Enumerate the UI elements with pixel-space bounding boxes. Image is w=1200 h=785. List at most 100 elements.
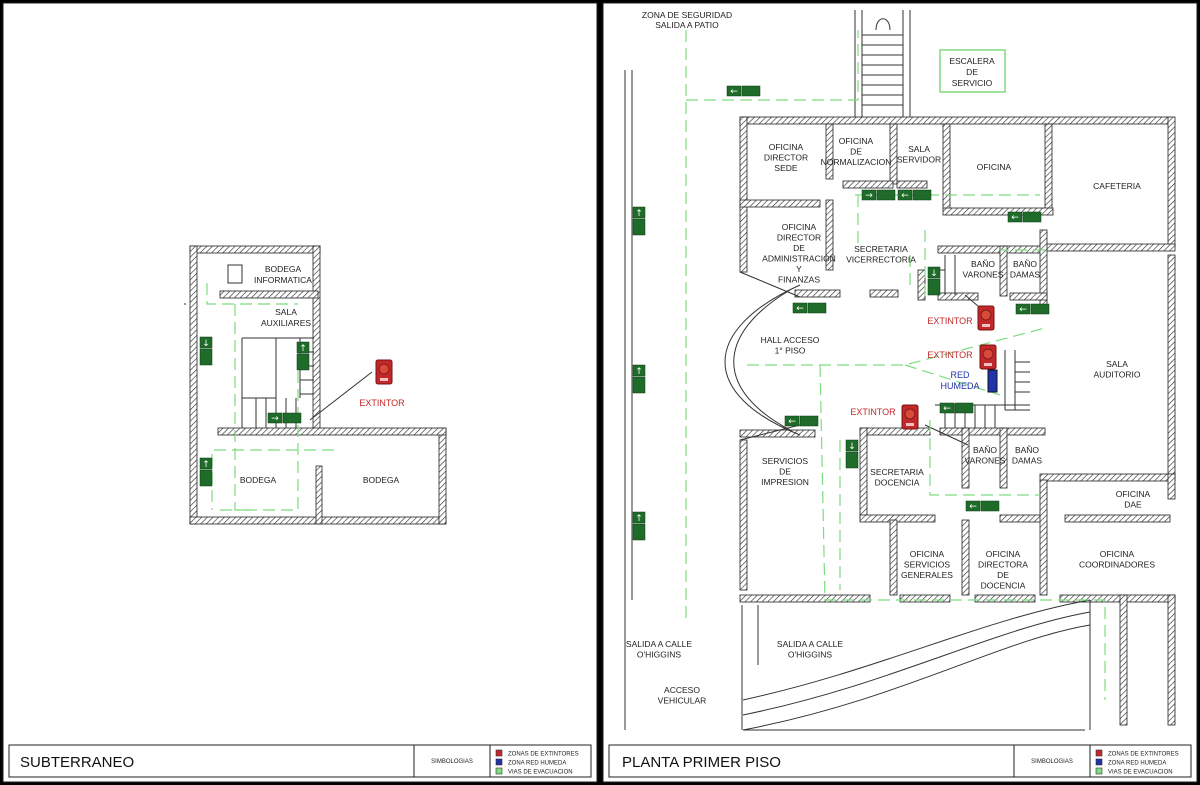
exit-sign: ↑	[632, 511, 646, 541]
red-humeda-marker	[987, 369, 998, 393]
wall	[1039, 473, 1176, 482]
wall	[1119, 594, 1128, 726]
arrow-icon: ←	[901, 191, 909, 201]
wall	[1044, 123, 1053, 210]
arrow-icon: ←	[1011, 213, 1019, 223]
room-label: VEHICULAR	[658, 696, 707, 706]
service-stair-label-box	[939, 49, 1006, 93]
exit-sign: ←	[784, 415, 819, 427]
legend-swatch	[495, 767, 503, 775]
extintor-label: EXTINTOR	[927, 350, 973, 360]
basement-labels: BODEGA INFORMATICA SALA AUXILIARES BODEG…	[240, 264, 405, 485]
legend-swatch	[495, 758, 503, 766]
red-humeda-label: RED	[950, 370, 970, 380]
room-label: BAÑO	[1015, 445, 1039, 455]
plan-line	[227, 264, 243, 284]
room-label: HALL ACCESO	[761, 335, 820, 345]
wall	[899, 594, 951, 603]
legend-label: VIAS DE EVACUACION	[1108, 770, 1173, 776]
arrow-icon: →	[865, 191, 873, 201]
exit-sign: ↑	[199, 457, 213, 487]
room-label: SECRETARIA	[870, 467, 924, 477]
exit-sign: ←	[792, 302, 827, 314]
evacuation-route	[819, 364, 1106, 700]
exit-sign: ←	[1007, 211, 1042, 223]
arrow-icon: ←	[943, 404, 951, 414]
plan-line	[733, 289, 791, 431]
legend-swatch	[495, 749, 503, 757]
room-label: DOCENCIA	[875, 478, 920, 488]
room-label: O'HIGGINS	[637, 650, 681, 660]
plan-line	[724, 284, 801, 436]
room-label: AUDITORIO	[1093, 370, 1140, 380]
plan-line	[875, 18, 891, 31]
wall	[859, 427, 931, 436]
plan-line	[935, 404, 1030, 428]
room-label: SERVICIOS	[762, 456, 808, 466]
wall	[825, 199, 834, 271]
wall	[999, 245, 1008, 297]
exit-signs: ↓↑↑→↑↑↑←→←←↓←←←↓←←	[199, 85, 1050, 541]
exit-sign: ↓	[845, 439, 859, 469]
room-label: VICERRECTORIA	[846, 255, 916, 265]
legend-label: VIAS DE EVACUACION	[508, 770, 573, 776]
plan-line	[241, 337, 314, 399]
first-floor-panel	[602, 2, 1198, 783]
fire-extinguisher-icon	[901, 404, 919, 430]
wall	[859, 514, 936, 523]
extintor-label: EXTINTOR	[927, 316, 973, 326]
legend-swatch	[1095, 749, 1103, 757]
room-label: OFICINA	[986, 549, 1021, 559]
exit-sign: →	[267, 412, 302, 424]
room-label: DAMAS	[1010, 270, 1041, 280]
room-label: AUXILIARES	[261, 318, 311, 328]
evacuation-route	[929, 420, 1040, 496]
wall	[999, 514, 1046, 523]
arrow-icon: →	[271, 414, 279, 424]
room-label: IMPRESION	[761, 477, 809, 487]
room-label: ACCESO	[664, 685, 700, 695]
plan-line	[309, 371, 373, 421]
plan-line	[862, 34, 903, 106]
room-label: BODEGA	[363, 475, 400, 485]
room-label: DAMAS	[1012, 456, 1043, 466]
wall	[999, 427, 1008, 489]
arrow-icon: ↑	[299, 344, 307, 354]
wall	[1064, 514, 1171, 523]
room-label: CAFETERIA	[1093, 181, 1141, 191]
escalera-label: SERVICIO	[952, 78, 993, 88]
plan-line	[854, 10, 911, 117]
arrow-icon: ←	[730, 87, 738, 97]
exit-sign: ←	[897, 189, 932, 201]
plan-line	[742, 599, 1091, 731]
arrow-icon: ↓	[848, 442, 856, 452]
exit-sign: ↓	[927, 266, 941, 296]
wall	[896, 180, 928, 189]
wall	[1167, 594, 1176, 726]
wall	[889, 123, 898, 185]
room-label: BAÑO	[973, 445, 997, 455]
arrow-icon: ↑	[635, 514, 643, 524]
arrow-icon: ↓	[202, 339, 210, 349]
plan-line	[743, 600, 1091, 731]
room-label: SECRETARIA	[854, 244, 908, 254]
fire-extinguisher-icon	[979, 344, 997, 370]
arrow-icon: ↓	[930, 269, 938, 279]
wall	[869, 289, 899, 298]
red-humeda-label: HUMEDA	[940, 381, 979, 391]
exit-sign: ↑	[632, 206, 646, 236]
wall	[312, 245, 321, 432]
wall	[438, 427, 447, 525]
wall	[859, 427, 868, 519]
legend-title: SIMBOLOGIAS	[431, 759, 473, 765]
zona-seguridad-label: ZONA DE SEGURIDAD	[642, 10, 732, 20]
wall	[1167, 116, 1176, 248]
wall	[917, 269, 926, 301]
wall	[1009, 292, 1048, 301]
wall	[961, 519, 970, 596]
wall	[1039, 243, 1176, 252]
plan-line	[624, 70, 633, 730]
exit-sign: ↑	[296, 341, 310, 371]
wall	[937, 245, 1044, 254]
extinguishers	[375, 305, 997, 430]
